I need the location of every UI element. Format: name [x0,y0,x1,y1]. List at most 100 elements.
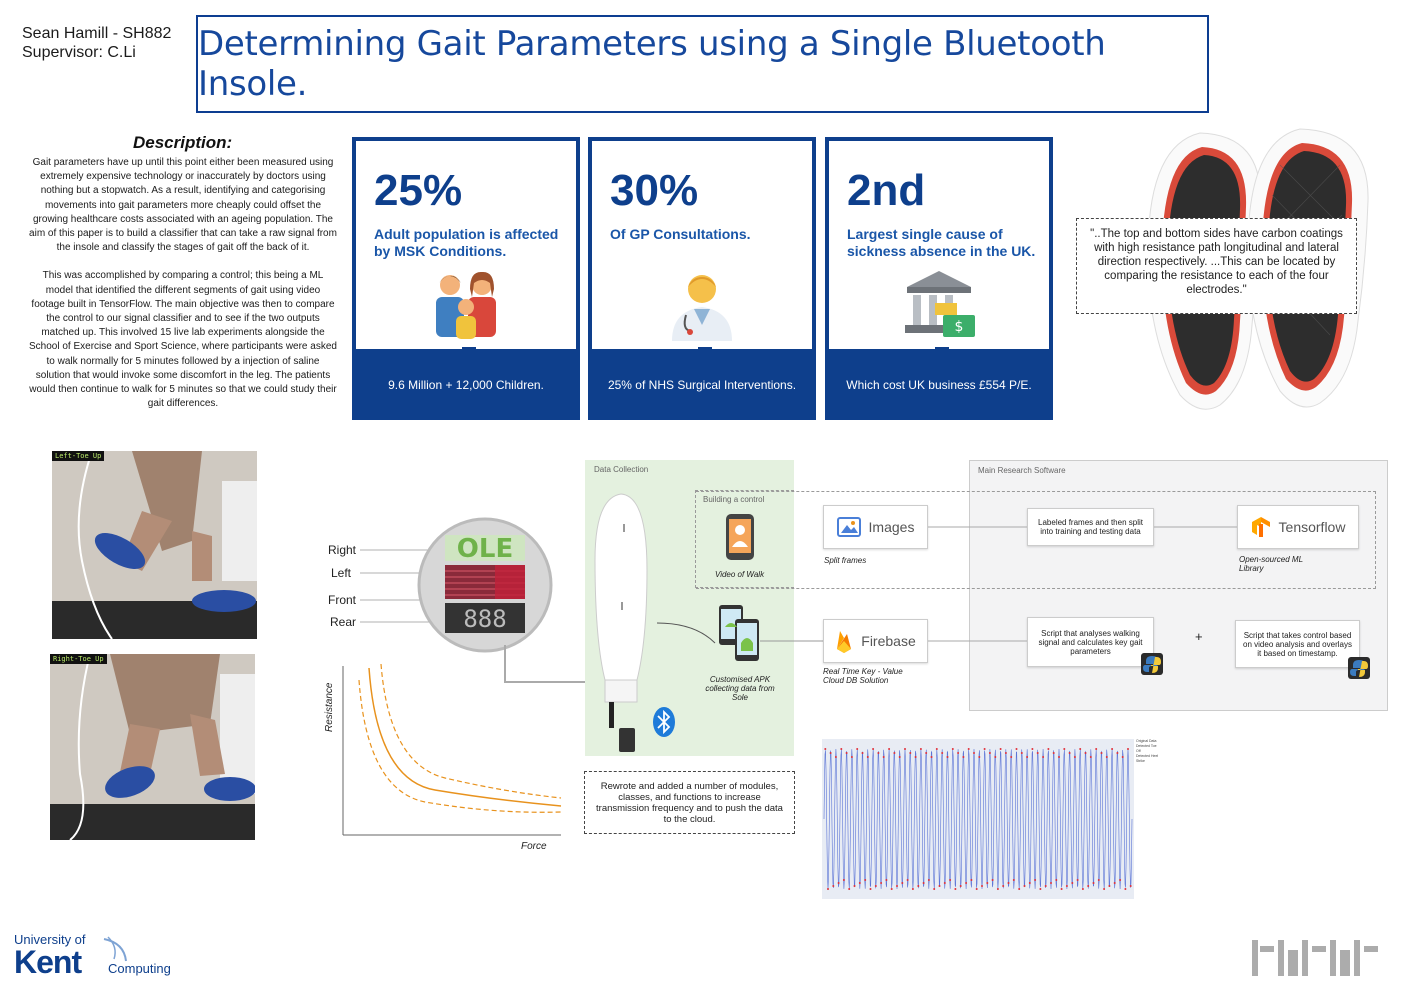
author-block: Sean Hamill - SH882 Supervisor: C.Li [22,24,171,62]
photo-left-toe-up: Left-Toe Up [52,451,257,639]
signal-marker [1026,756,1029,758]
stat-card-gp: 30% Of GP Consultations. 25% of NHS Surg… [588,137,816,420]
signal-marker [1129,885,1132,887]
stat-big: 25% [374,166,463,215]
signal-marker [1071,882,1074,884]
signal-marker [919,748,922,750]
stat-text: Largest single cause of sickness absence… [847,226,1036,259]
signal-chart: Original Data Detected Toe Off Detected … [818,735,1160,910]
signal-marker [1052,752,1055,754]
signal-marker [1020,752,1023,754]
department-label: Computing [108,961,171,976]
signal-marker [911,888,914,890]
signal-marker [1028,882,1031,884]
tensorflow-icon [1251,517,1270,537]
signal-marker [949,879,952,881]
python-icon [1348,657,1370,679]
python-icon [1141,653,1163,675]
signal-marker [837,882,840,884]
supervisor-name: Supervisor: C.Li [22,44,136,61]
signal-marker [845,752,848,754]
labeled-frames-node: Labeled frames and then split into train… [1027,508,1154,546]
signal-marker [901,882,904,884]
signal-marker [933,888,936,890]
signal-marker [1063,748,1066,750]
signal-marker [1100,752,1103,754]
signal-marker [885,879,888,881]
building-control-label: Building a control [703,495,765,504]
signal-marker [1034,879,1037,881]
signal-marker [888,748,891,750]
uni-line-1: University of [14,932,86,947]
signal-marker [983,748,986,750]
signal-marker [1012,879,1015,881]
signal-marker [1089,756,1092,758]
sensor-label-front: Front [328,593,357,607]
signal-marker [1036,752,1039,754]
plus-sign: + [1195,629,1203,644]
signal-marker [1015,748,1018,750]
signal-marker [1068,752,1071,754]
poster-title: Determining Gait Parameters using a Sing… [198,24,1106,104]
stat-text: Adult population is affected by MSK Cond… [374,226,559,259]
signal-marker [1105,756,1108,758]
family-icon [436,271,496,339]
script-gait-node: Script that analyses walking signal and … [1027,617,1154,667]
signal-marker [917,885,920,887]
signal-marker [1010,756,1013,758]
stat-foot: 25% of NHS Surgical Interventions. [607,378,797,392]
signal-marker [925,752,928,754]
video-caption: Video of Walk [715,570,765,579]
computing-swirl-icon [103,936,127,962]
signal-marker [874,885,877,887]
signal-marker [954,888,957,890]
signal-marker [1095,748,1098,750]
doctor-icon [672,275,732,341]
signal-marker [1004,752,1007,754]
sensor-diagram: OLE 888 [360,517,623,685]
signal-marker [962,756,965,758]
signal-marker [951,748,954,750]
signal-marker [1081,888,1084,890]
firebase-label: Firebase [861,633,916,649]
firebase-node: Firebase [823,619,928,663]
signal-marker [1047,748,1050,750]
signal-marker [930,756,933,758]
signal-marker [1116,752,1119,754]
signal-marker [914,756,917,758]
signal-marker [840,748,843,750]
video-phone-icon [726,514,754,560]
signal-marker [1050,882,1052,884]
signal-marker [832,885,835,887]
images-caption: Split frames [824,556,867,565]
graph-ylabel: Resistance [324,682,335,732]
legend-item: Detected Heel Strike [1136,754,1159,763]
resistance-force-graph [342,663,562,836]
script-overlay-node: Script that takes control based on video… [1235,620,1360,668]
signal-line [823,748,1133,890]
signal-marker [1073,756,1076,758]
sensor-label-rear: Rear [330,615,357,629]
signal-plot [822,739,1134,899]
bluetooth-icon [653,707,675,737]
signal-marker [1119,879,1122,881]
apk-caption: Customised APK collecting data from Sole [705,675,775,702]
signal-marker [938,885,941,887]
signal-marker [1079,748,1082,750]
signal-marker [988,752,991,754]
stat-big: 2nd [847,166,926,215]
signal-marker [970,879,973,881]
android-phone-icon [719,605,759,661]
signal-legend: Original Data Detected Toe Off Detected … [1136,739,1160,764]
signal-marker [1124,888,1127,890]
signal-marker [1055,879,1058,881]
signal-marker [986,882,989,884]
signal-marker [999,748,1002,750]
signal-marker [842,879,845,881]
legend-item: Original Data [1136,739,1157,743]
signal-marker [1031,748,1034,750]
signal-marker [927,879,930,881]
description-paragraph-1: Gait parameters have up until this point… [29,157,337,254]
signal-marker [959,885,962,887]
signal-marker [994,756,997,758]
